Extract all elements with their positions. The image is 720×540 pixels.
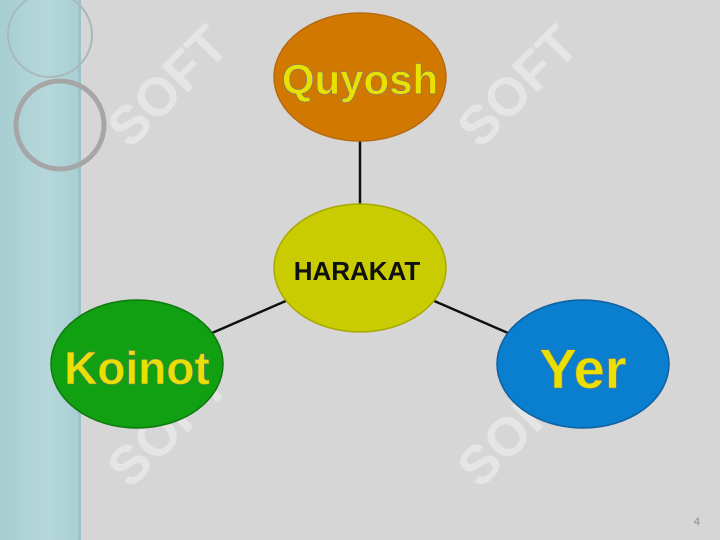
node-yer-label: Yer: [539, 337, 626, 400]
decorative-rings: [7, 0, 107, 172]
node-koinot-label: Koinot: [64, 342, 210, 394]
decorative-side-band: [0, 0, 78, 540]
node-yer: Yer: [496, 299, 670, 429]
node-center: HARAKAT: [273, 203, 447, 333]
watermark-top-left: SOFT: [96, 14, 240, 158]
decorative-ring-middle: [13, 78, 107, 172]
decorative-ring-top: [7, 0, 93, 78]
center-node-label: HARAKAT: [294, 256, 421, 286]
watermark-text: SOFT: [96, 14, 240, 158]
connector-to-yer: [431, 298, 509, 335]
node-yer-shape: [496, 299, 670, 429]
watermark-text: SOFT: [446, 14, 590, 158]
connector-lines: [211, 140, 509, 335]
side-band-edge: [78, 0, 81, 540]
node-quyosh-shape: [273, 12, 447, 142]
node-quyosh: Quyosh: [273, 12, 447, 142]
connector-to-koinot: [211, 298, 289, 335]
node-koinot: Koinot: [50, 299, 224, 429]
slide-number: 4: [693, 516, 700, 528]
center-node-shape: [273, 203, 447, 333]
node-koinot-shape: [50, 299, 224, 429]
node-quyosh-label: Quyosh: [282, 56, 438, 103]
watermark-top-right: SOFT: [446, 14, 590, 158]
